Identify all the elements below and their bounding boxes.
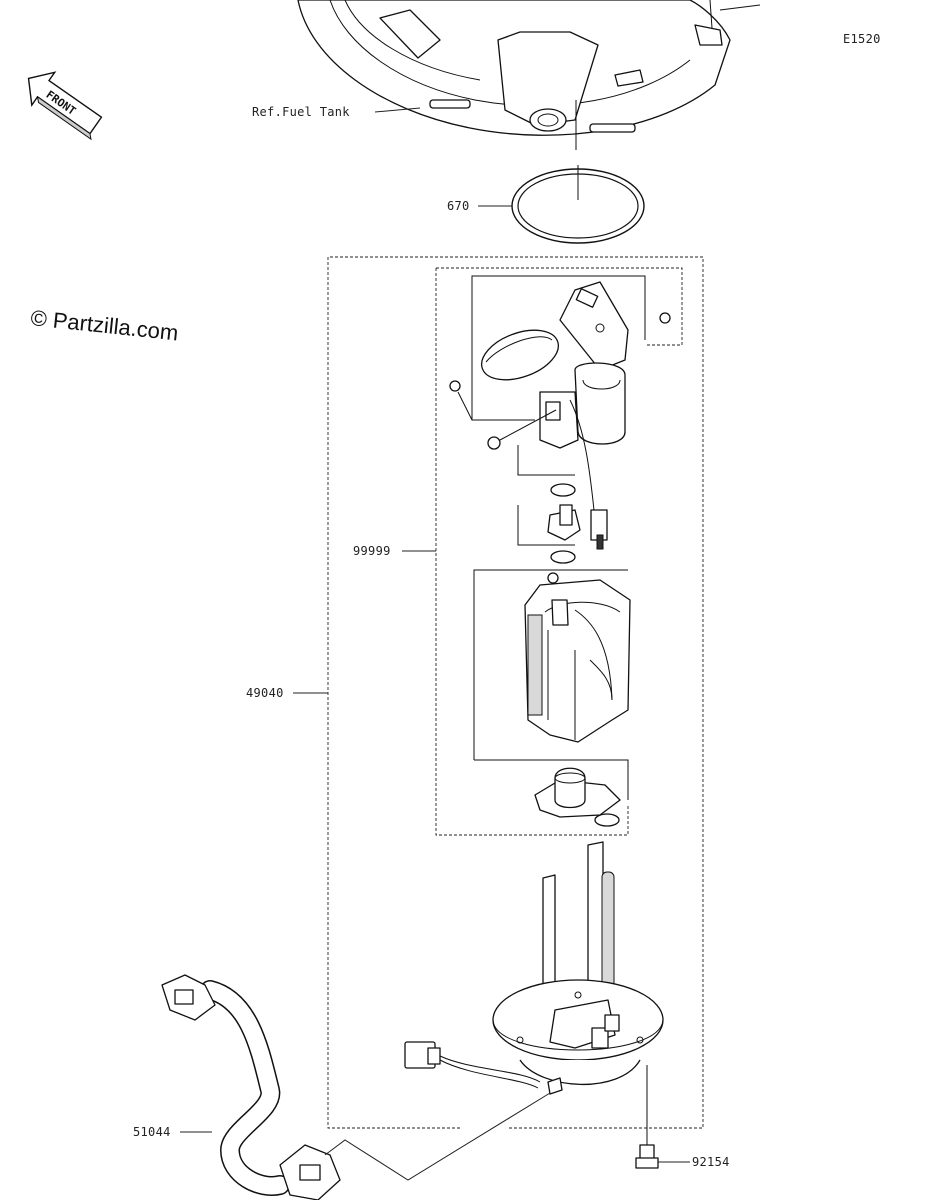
pump-bracket-base	[492, 841, 664, 1086]
label-99999: 99999	[353, 544, 391, 558]
label-ref-fuel-tank: Ref.Fuel Tank	[252, 105, 350, 119]
copyright-watermark: © Partzilla.com	[29, 305, 179, 345]
front-arrow-icon: FRONT	[27, 71, 103, 141]
o-ring-670	[511, 165, 645, 244]
label-51044: 51044	[133, 1125, 171, 1139]
fuel-hose-51044	[161, 974, 341, 1200]
wiring-connector	[404, 1041, 563, 1095]
label-49040: 49040	[246, 686, 284, 700]
assembly-49040-box	[327, 256, 704, 1129]
label-92154: 92154	[692, 1155, 730, 1169]
fuel-level-sender	[449, 275, 671, 550]
fuel-tank-reference	[297, 0, 761, 150]
pressure-regulator	[517, 445, 581, 564]
assembly-99999-box	[435, 267, 683, 836]
bolt-92154	[635, 1065, 659, 1169]
diagram-id: E1520	[843, 32, 881, 46]
label-670: 670	[447, 199, 470, 213]
fuel-pump-filter	[534, 767, 621, 827]
fuel-pump	[473, 569, 631, 800]
